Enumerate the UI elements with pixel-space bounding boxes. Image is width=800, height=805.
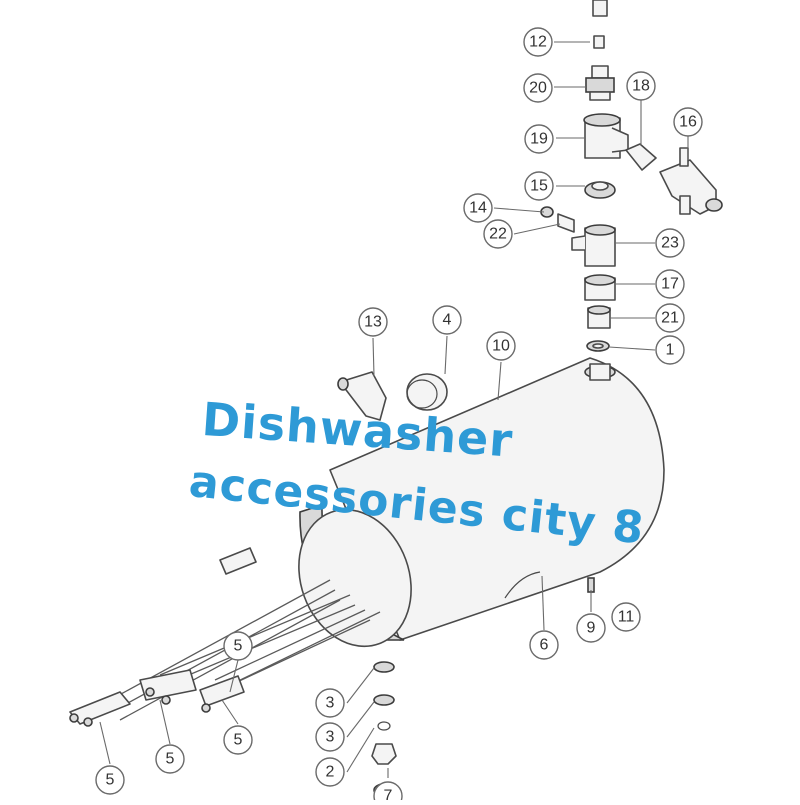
svg-text:2: 2 [326,764,335,781]
part-20-nipple [585,65,615,101]
part-21-bushing [587,305,611,329]
svg-text:5: 5 [166,751,175,768]
svg-text:5: 5 [234,732,243,749]
svg-text:12: 12 [529,34,547,51]
callout-16: 16 [673,107,703,137]
part-6-cable [504,571,541,599]
callout-2: 2 [315,757,345,787]
callout-6: 6 [529,630,559,660]
part-19-tee [583,113,629,159]
callout-23: 23 [655,228,685,258]
leader-lines [99,41,689,778]
callout-14: 14 [463,193,493,223]
callout-11: 11 [611,602,641,632]
heater-terminals [69,669,245,727]
callout-3-lower: 3 [315,722,345,752]
top-stem [592,0,608,49]
part-16-valve [659,147,723,215]
svg-text:11: 11 [618,609,635,626]
part-1-gasket [586,340,610,352]
callout-3-upper: 3 [315,688,345,718]
svg-text:3: 3 [326,695,335,712]
svg-text:10: 10 [492,338,510,355]
callout-22: 22 [483,219,513,249]
callout-19: 19 [524,124,554,154]
callout-13: 13 [358,307,388,337]
callout-18: 18 [626,71,656,101]
svg-text:16: 16 [679,114,697,131]
part-14-22-fittings [540,206,575,233]
callout-10: 10 [486,331,516,361]
part-3-2-7-hardware [371,661,397,797]
part-23-tee [571,224,616,267]
svg-text:7: 7 [384,788,393,801]
callout-21: 21 [655,303,685,333]
part-17-ring [584,274,616,301]
callout-12: 12 [523,27,553,57]
part-4-gauge [406,373,448,411]
callout-5-right-low: 5 [223,725,253,755]
callout-9: 9 [576,613,606,643]
svg-text:1: 1 [666,342,675,359]
svg-text:14: 14 [469,200,487,217]
callout-5-right-high: 5 [223,631,253,661]
svg-text:17: 17 [661,276,679,293]
svg-text:3: 3 [326,729,335,746]
svg-text:13: 13 [364,314,382,331]
part-18-connector [625,143,657,171]
svg-text:5: 5 [106,772,115,789]
svg-text:21: 21 [661,310,679,327]
svg-text:4: 4 [443,312,452,329]
tank-body [298,357,665,648]
svg-text:23: 23 [661,235,679,252]
callout-20: 20 [523,73,553,103]
callout-7: 7 [373,781,403,805]
svg-text:22: 22 [489,226,507,243]
svg-text:5: 5 [234,638,243,655]
svg-text:19: 19 [530,131,548,148]
svg-text:20: 20 [529,80,547,97]
callout-4: 4 [432,305,462,335]
side-cap [219,547,257,575]
svg-text:9: 9 [587,620,596,637]
part-15-nut [584,181,616,199]
svg-text:15: 15 [530,178,548,195]
callout-5-middle: 5 [155,744,185,774]
part-13-elbow [337,371,387,421]
svg-text:6: 6 [540,637,549,654]
callout-15: 15 [524,171,554,201]
callout-1: 1 [655,335,685,365]
callout-5-left: 5 [95,765,125,795]
svg-text:18: 18 [632,78,650,95]
callout-17: 17 [655,269,685,299]
